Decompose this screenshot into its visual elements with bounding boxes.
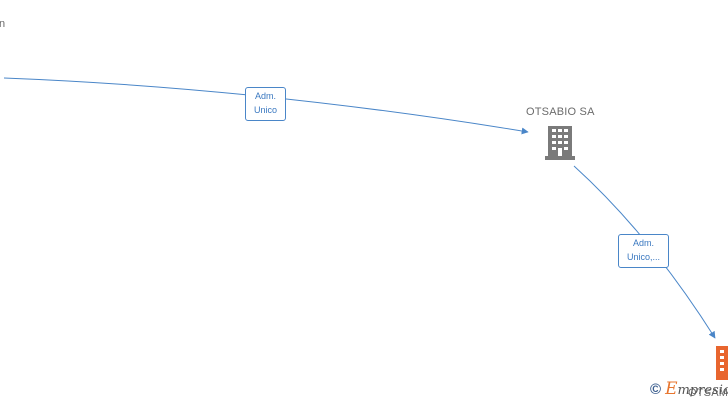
building-icon[interactable] <box>716 346 728 380</box>
edge-label-line2: Unico <box>253 105 277 115</box>
node-label-otsam[interactable]: OTSAM <box>688 387 728 399</box>
edge-label-adm-unico[interactable]: Adm. Unico <box>245 87 286 121</box>
building-icon[interactable] <box>545 126 575 160</box>
edge-label-line1: Adm. <box>632 238 654 248</box>
brand-logo: Empresia <box>665 379 728 399</box>
copyright-icon: © <box>650 380 662 398</box>
empresia-watermark: © Empresia <box>650 378 728 400</box>
edge-label-line2: Unico,... <box>626 252 660 262</box>
node-label-left-fragment: n <box>0 18 6 30</box>
edge-label-line1: Adm. <box>254 91 276 101</box>
node-label-otsabio[interactable]: OTSABIO SA <box>526 106 595 118</box>
edge-label-adm-unico-etc[interactable]: Adm. Unico,... <box>618 234 669 268</box>
